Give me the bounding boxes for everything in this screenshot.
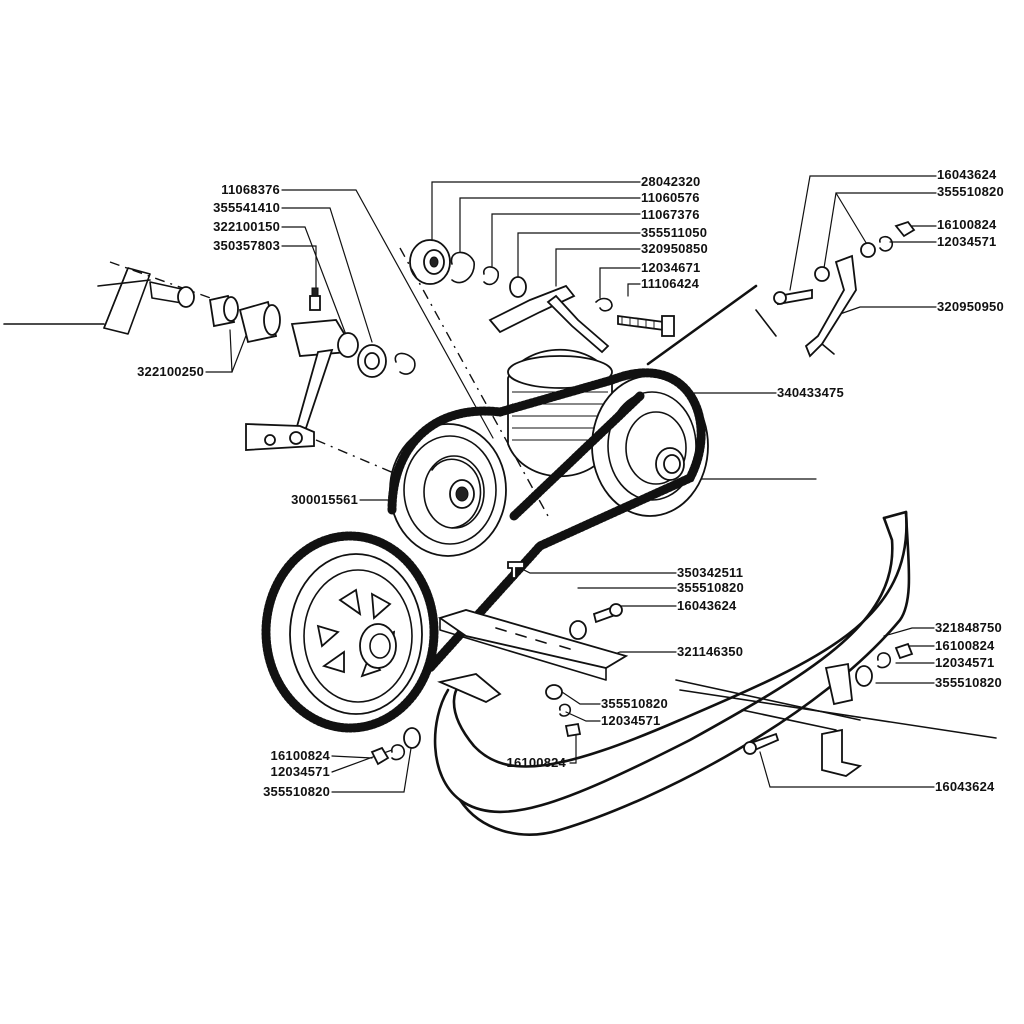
nut-washer-stacks: [370, 642, 914, 766]
part-label: 322100250: [137, 364, 204, 379]
middle-hardware: [437, 561, 629, 738]
part-label: 16043624: [677, 598, 737, 613]
part-label: 355541410: [213, 200, 280, 215]
belt-guard: [433, 510, 997, 836]
part-label: 322100150: [213, 219, 280, 234]
part-label: 16100824: [270, 748, 330, 763]
part-label: 16043624: [937, 167, 997, 182]
tensioner-small-parts: [399, 239, 675, 517]
part-label: 12034571: [937, 234, 997, 249]
part-label: 16100824: [935, 638, 995, 653]
part-label: 355511050: [641, 225, 708, 240]
part-label: 11060576: [641, 190, 700, 205]
part-label: 12034571: [601, 713, 661, 728]
part-label: 12034571: [935, 655, 995, 670]
part-label: 16100824: [937, 217, 997, 232]
part-label: 11068376: [221, 182, 280, 197]
part-label: 321146350: [677, 644, 744, 659]
part-label: 355510820: [601, 696, 668, 711]
pulley-assembly: [261, 348, 709, 733]
part-label: 355510820: [677, 580, 744, 595]
top-right-bracket: [646, 220, 916, 366]
part-label: 355510820: [263, 784, 330, 799]
shaft-assembly: [3, 261, 416, 475]
part-label: 355510820: [935, 675, 1002, 690]
part-label: 320950850: [641, 241, 708, 256]
part-label: 12034671: [641, 260, 701, 275]
part-label: 321848750: [935, 620, 1002, 635]
part-label: 340433475: [777, 385, 844, 400]
part-label: 320950950: [937, 299, 1004, 314]
part-label: 16100824: [506, 755, 566, 770]
part-label: 350357803: [213, 238, 280, 253]
part-label: 350342511: [677, 565, 744, 580]
part-label: 16043624: [935, 779, 995, 794]
part-label: 11067376: [641, 207, 700, 222]
part-label: 11106424: [641, 276, 700, 291]
part-label: 12034571: [270, 764, 330, 779]
part-label: 28042320: [641, 174, 701, 189]
part-label: 355510820: [937, 184, 1004, 199]
part-label: 300015561: [291, 492, 358, 507]
